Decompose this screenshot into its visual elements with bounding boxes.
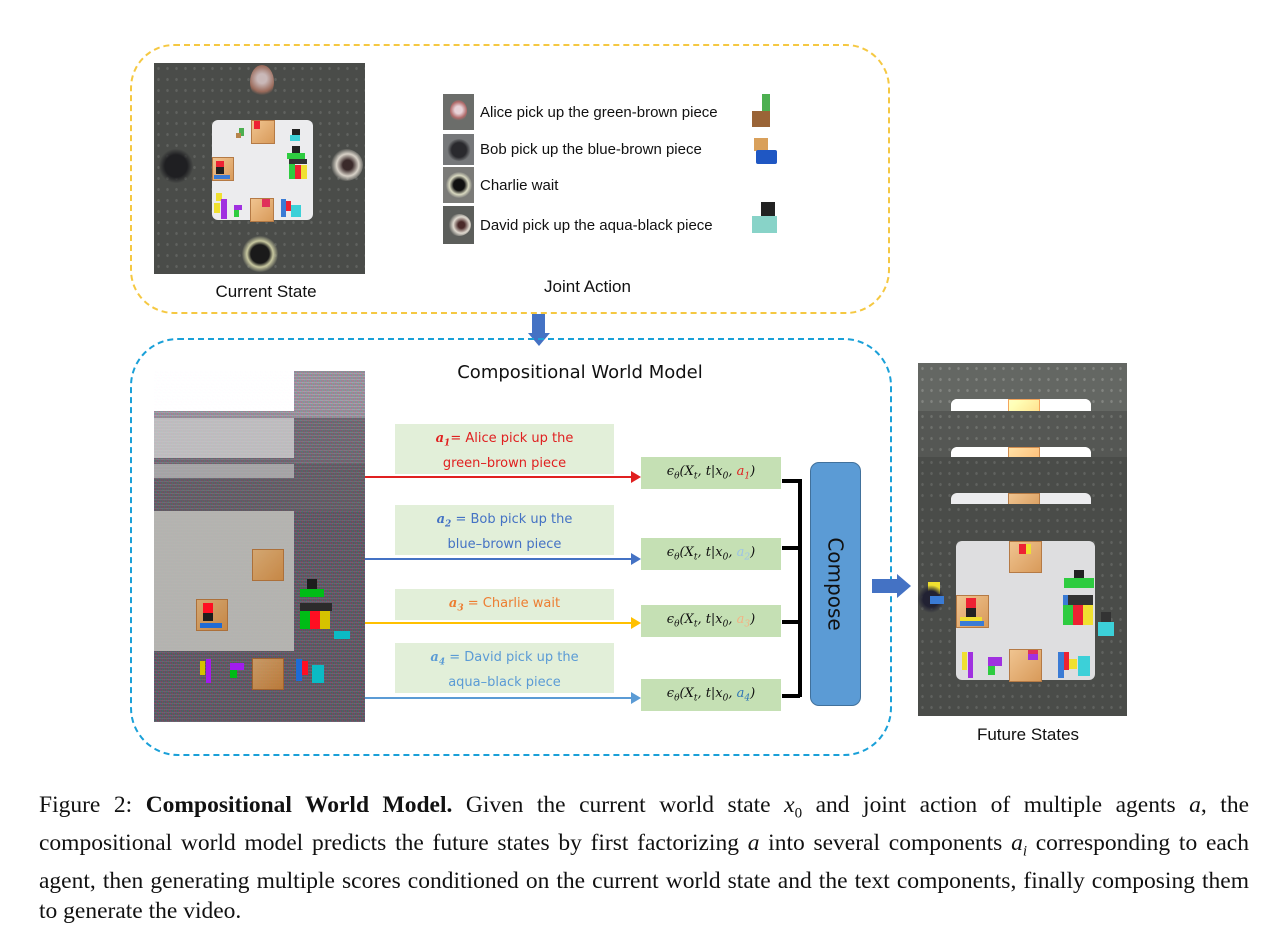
piece — [254, 121, 260, 129]
joint-action-panel — [130, 44, 890, 314]
piece — [234, 210, 239, 217]
action-item-charlie: Charlie wait — [443, 167, 558, 203]
arrow-head-icon — [631, 692, 641, 704]
a1-var: a1 — [435, 431, 451, 449]
arrow-head-icon — [631, 553, 641, 565]
alice-thumbnail — [443, 94, 474, 130]
noisy-current-frame — [154, 511, 365, 722]
action-text: Alice pick up the green-brown piece — [480, 103, 718, 121]
agent-bob — [159, 148, 193, 184]
arrow-a2 — [365, 558, 633, 560]
figure-caption: Figure 2: Compositional World Model. Giv… — [39, 792, 1250, 924]
arrow-head-icon — [631, 471, 641, 483]
piece — [214, 175, 230, 179]
score-box-a1: ϵθ(Xt, t|x0, a1) — [641, 457, 781, 489]
bracket-vertical — [798, 479, 802, 697]
piece — [286, 201, 291, 211]
compositional-world-model-panel — [130, 338, 892, 756]
action-item-alice: Alice pick up the green-brown piece — [443, 94, 718, 130]
green-brown-piece-icon — [752, 94, 772, 128]
component-text-a3: a3 = Charlie wait — [395, 589, 614, 620]
charlie-thumbnail — [443, 167, 474, 203]
david-thumbnail — [443, 206, 474, 244]
action-text: Charlie wait — [480, 176, 559, 194]
component-text-a1: a1= Alice pick up the green–brown piece — [395, 424, 614, 474]
piece — [292, 129, 300, 137]
model-title: Compositional World Model — [457, 362, 703, 383]
agent-david — [329, 149, 363, 181]
arrow-a4 — [365, 697, 633, 699]
arrow-a3 — [365, 622, 633, 624]
piece — [301, 165, 307, 179]
piece — [287, 153, 305, 159]
bracket-tick — [782, 479, 800, 483]
future-frame-current — [918, 504, 1127, 716]
caption-title: Compositional World Model. — [145, 792, 453, 818]
piece — [295, 165, 301, 179]
agent-alice — [250, 65, 274, 99]
component-text-a2: a2 = Bob pick up the blue–brown piece — [395, 505, 614, 555]
current-state-label: Current State — [215, 282, 317, 301]
score-box-a2: ϵθ(Xt, t|x0, a2) — [641, 538, 781, 570]
piece — [289, 161, 295, 179]
bracket-tick — [782, 546, 800, 550]
aqua-black-piece-icon — [752, 200, 778, 234]
compose-label: Compose — [823, 537, 848, 631]
score-box-a3: ϵθ(Xt, t|x0, a3) — [641, 605, 781, 637]
piece — [234, 205, 242, 210]
piece — [221, 199, 227, 219]
action-text: Bob pick up the blue-brown piece — [480, 141, 702, 158]
action-item-david: David pick up the aqua-black piece — [443, 206, 713, 244]
piece — [289, 159, 307, 164]
piece — [290, 135, 300, 141]
bracket-tick — [782, 620, 800, 624]
piece — [291, 205, 301, 217]
piece — [216, 193, 222, 201]
action-item-bob: Bob pick up the blue-brown piece — [443, 134, 702, 165]
agent-charlie — [242, 235, 278, 273]
piece — [281, 199, 286, 217]
piece — [216, 167, 224, 174]
right-arrow-icon — [872, 574, 912, 598]
score-box-a4: ϵθ(Xt, t|x0, a4) — [641, 679, 781, 711]
arrow-a1 — [365, 476, 633, 478]
piece — [239, 128, 244, 136]
piece — [262, 199, 270, 207]
piece — [216, 161, 224, 167]
piece — [214, 203, 220, 213]
action-text: David pick up the aqua-black piece — [480, 216, 713, 234]
arrow-head-icon — [631, 617, 641, 629]
future-states-label: Future States — [976, 725, 1080, 744]
compose-block: Compose — [810, 462, 861, 706]
bracket-tick — [782, 694, 800, 698]
piece — [292, 146, 300, 156]
piece — [236, 133, 241, 138]
joint-action-label: Joint Action — [544, 277, 631, 296]
blue-brown-piece-icon — [754, 138, 778, 166]
current-state-image — [154, 63, 365, 274]
bob-thumbnail — [443, 134, 474, 165]
component-text-a4: a4 = David pick up the aqua–black piece — [395, 643, 614, 693]
